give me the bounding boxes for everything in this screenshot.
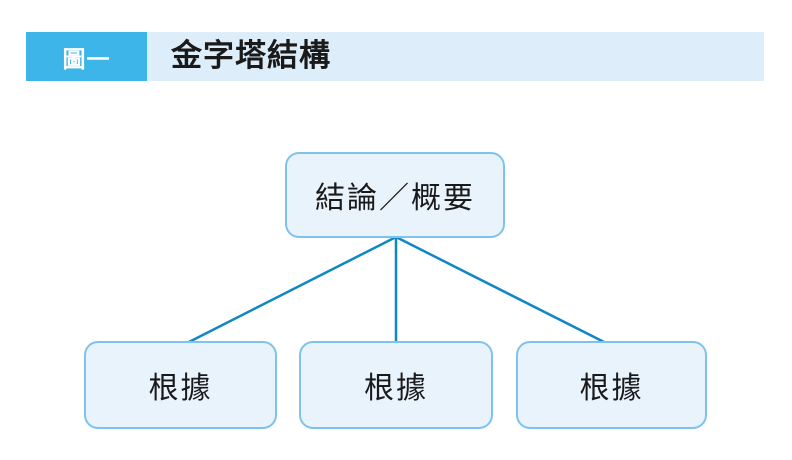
node-evidence-3-label: 根據 [579,372,644,405]
node-evidence-2: 根據 [299,341,493,429]
node-evidence-1-label: 根據 [148,372,213,405]
node-evidence-2-label: 根據 [364,372,428,405]
node-conclusion-label: 結論／概要 [315,182,475,215]
node-evidence-1: 根據 [84,341,277,429]
figure-header: 圖一 金字塔結構 [26,32,764,81]
connector-right [395,235,605,344]
node-conclusion: 結論／概要 [285,152,505,238]
node-evidence-3: 根據 [516,341,707,429]
figure-title: 金字塔結構 [171,38,331,73]
connector-left [188,235,397,344]
figure-number-badge: 圖一 [26,32,147,81]
